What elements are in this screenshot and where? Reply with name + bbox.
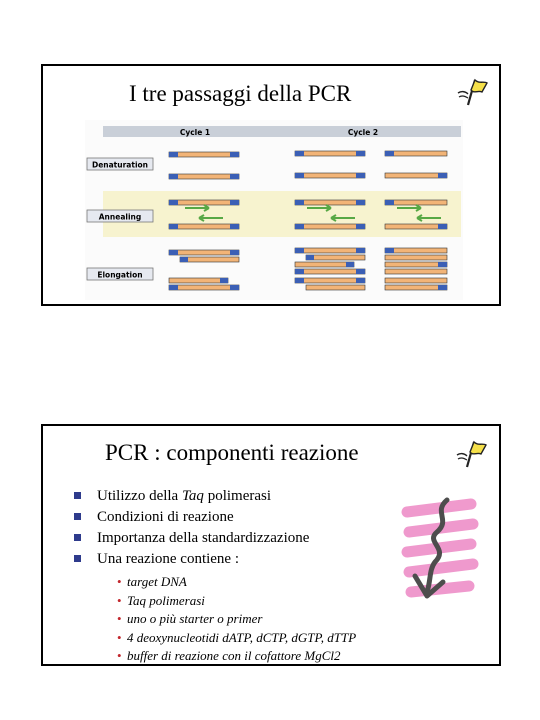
flag-icon (457, 78, 488, 106)
pcr-cycle-diagram: Cycle 1 Cycle 2 Denaturation Annealing E… (85, 120, 463, 300)
slide-title: I tre passaggi della PCR (129, 81, 352, 106)
sub-bullet-item: •4 deoxynucleotidi dATP, dCTP, dGTP, dTT… (117, 629, 357, 645)
step-elongation-label: Elongation (97, 271, 142, 280)
slide-pcr-components: PCR : componenti reazione Utilizzo della… (41, 424, 501, 666)
sub-bullet-item: •target DNA (117, 574, 187, 589)
bullet-item: Importanza della standardizzazione (74, 528, 309, 549)
sub-bullet-item: •buffer di reazione con il cofattore MgC… (117, 648, 341, 663)
step-annealing-label: Annealing (99, 213, 141, 222)
bullet-item: Una reazione contiene : (74, 549, 309, 570)
square-bullet-icon (74, 492, 81, 499)
cycle-2-label: Cycle 2 (348, 128, 378, 137)
bullet-item: Utilizzo della Taq polimerasi (74, 486, 309, 507)
annealing-band (103, 191, 461, 237)
annealing-strands (168, 199, 448, 230)
square-bullet-icon (74, 513, 81, 520)
step-denaturation-label: Denaturation (92, 161, 148, 170)
cycle-1-label: Cycle 1 (180, 128, 210, 137)
squiggle-arrow-illustration (401, 497, 479, 599)
cycle-header-band (103, 126, 461, 137)
denaturation-strands (168, 150, 448, 180)
sub-bullet-list: •target DNA •Taq polimerasi •uno o più s… (117, 573, 356, 666)
flag-icon (456, 440, 487, 468)
slide-title: PCR : componenti reazione (105, 440, 359, 465)
sub-bullet-item: •uno o più starter o primer (117, 611, 263, 626)
bullet-item: Condizioni di reazione (74, 507, 309, 528)
main-bullet-list: Utilizzo della Taq polimerasi Condizioni… (74, 486, 309, 570)
sub-bullet-item: •Taq polimerasi (117, 592, 205, 608)
slide-pcr-steps: I tre passaggi della PCR Cycle 1 Cycle 2… (41, 64, 501, 306)
square-bullet-icon (74, 534, 81, 541)
square-bullet-icon (74, 555, 81, 562)
elongation-strands (168, 247, 448, 291)
